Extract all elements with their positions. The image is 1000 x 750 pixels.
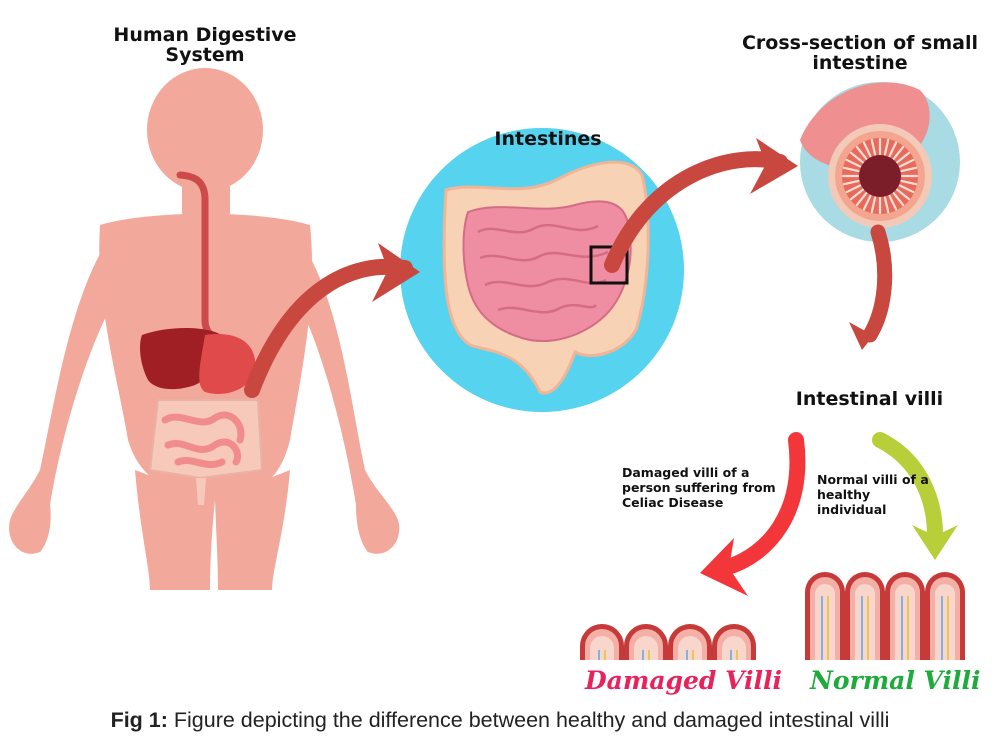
damaged-villi-title: Damaged Villi xyxy=(585,666,783,695)
human-digestive-system-label: Human Digestive System xyxy=(113,24,297,66)
damaged-villi-description: Damaged villi of a person suffering from… xyxy=(622,465,776,510)
caption-text: Figure depicting the difference between … xyxy=(167,708,890,732)
normal-villi-title: Normal Villi xyxy=(810,666,981,695)
cross-section-view xyxy=(800,82,960,242)
normal-villi-illustration xyxy=(805,572,965,660)
cross-section-label: Cross-section of small intestine xyxy=(741,32,978,74)
villi-ring xyxy=(841,137,919,215)
flow-arrow-body-to-intestines xyxy=(244,243,420,398)
intestinal-villi-label: Intestinal villi xyxy=(795,388,944,410)
caption-prefix: Fig 1: xyxy=(110,708,168,732)
flow-arrow-cross-section-to-villi xyxy=(849,224,893,350)
figure-caption: Fig 1: Figure depicting the difference b… xyxy=(0,708,1000,733)
intestines-magnified-view xyxy=(400,128,684,412)
diagram-canvas xyxy=(9,68,965,660)
flow-arrow-intestines-to-cross-section xyxy=(604,138,798,273)
human-body-figure xyxy=(9,68,400,590)
normal-villi-description: Normal villi of a healthy individual xyxy=(817,472,929,517)
intestines-label: Intestines xyxy=(494,128,602,150)
normal-arrow xyxy=(872,432,958,560)
damaged-arrow xyxy=(700,432,806,596)
damaged-villi-illustration xyxy=(580,624,756,660)
